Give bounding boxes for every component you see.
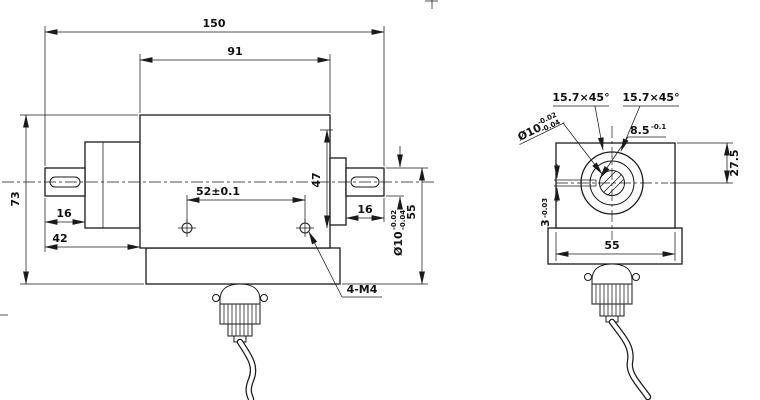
callout-chamfer-right: 15.7×45°: [620, 91, 680, 152]
dim-keyway-width: 3 -0.03: [539, 164, 560, 227]
cable-core: [610, 320, 650, 399]
right-view: 15.7×45° 15.7×45° Ø10 -0.02 -0.04 8.5 -0…: [516, 91, 741, 400]
connector-knurling: [223, 304, 257, 324]
dim-text-8-5-tol: -0.1: [651, 123, 666, 131]
base-plate: [145, 247, 341, 285]
mounting-hole-right: [296, 219, 314, 237]
left-view: 150 91 52±0.1 47 16 42: [2, 17, 436, 400]
main-body: [139, 114, 331, 249]
connector-side-screw: [584, 273, 592, 281]
dim-flange-length: 42: [44, 232, 141, 250]
dim-text-91: 91: [227, 45, 242, 58]
dim-text-27-5: 27.5: [728, 149, 741, 176]
dim-shaft-diameter-left: Ø10 -0.02 -0.04: [390, 146, 407, 256]
dim-height-47: 47: [310, 129, 330, 229]
cable-core: [238, 340, 256, 400]
dim-center-height: 27.5: [670, 142, 741, 184]
dim-text-52: 52±0.1: [196, 185, 240, 198]
dim-body-width: 55: [555, 232, 676, 261]
dim-overall-length: 150: [44, 17, 385, 35]
left-flange: [84, 141, 141, 229]
dim-text-42: 42: [52, 232, 67, 245]
dim-keyway-height: 8.5 -0.1: [599, 123, 666, 179]
dim-text-16-left: 16: [56, 207, 72, 220]
keyway-slot: [554, 179, 597, 187]
dim-text-shaft-dia-tol-lower: -0.04: [399, 210, 407, 230]
dim-text-150: 150: [203, 17, 226, 30]
dim-body-length: 91: [139, 45, 331, 63]
connector-side-screw: [260, 294, 268, 302]
connector-knurling: [603, 304, 621, 316]
connector-knurling: [595, 284, 629, 304]
callout-mounting-holes: 4-M4: [308, 231, 382, 298]
dim-text-73: 73: [9, 191, 22, 206]
connector-bell: [591, 263, 633, 285]
bore-hatching: [600, 171, 624, 195]
dim-height-55-side: 55: [405, 167, 425, 285]
dim-text-55-width: 55: [604, 239, 619, 252]
dim-text-16-right: 16: [357, 203, 373, 216]
dim-text-shaft-dia-tol-upper: -0.02: [390, 210, 398, 230]
mounting-hole-left: [178, 219, 196, 237]
dim-text-47: 47: [310, 172, 323, 187]
callout-text-chamfer-right: 15.7×45°: [622, 91, 679, 104]
dim-hole-spacing: 52±0.1: [186, 185, 306, 203]
callout-chamfer-left: 15.7×45°: [552, 91, 610, 151]
connector-side-screw: [632, 273, 640, 281]
end-view-base-plate: [547, 227, 683, 265]
dim-text-8-5: 8.5: [630, 124, 650, 137]
dim-shaft-length-right: 16: [345, 203, 385, 221]
dim-height-73: 73: [9, 114, 29, 285]
right-step: [329, 157, 347, 226]
dim-shaft-length-left: 16: [44, 207, 86, 225]
callout-text-4-m4: 4-M4: [347, 283, 378, 296]
dim-text-3: 3: [539, 219, 552, 227]
cropped-sheet-artifacts: [0, 0, 438, 316]
dim-text-55-side: 55: [405, 204, 418, 219]
dim-text-3-tol: -0.03: [541, 198, 549, 218]
connector-assembly-end: [584, 263, 652, 400]
connector-side-screw: [212, 294, 220, 302]
dim-text-shaft-dia: Ø10: [392, 231, 405, 256]
connector-bell: [219, 283, 261, 305]
connector-assembly-front: [212, 283, 268, 400]
callout-text-chamfer-left: 15.7×45°: [552, 91, 609, 104]
connector-knurling: [231, 324, 249, 336]
